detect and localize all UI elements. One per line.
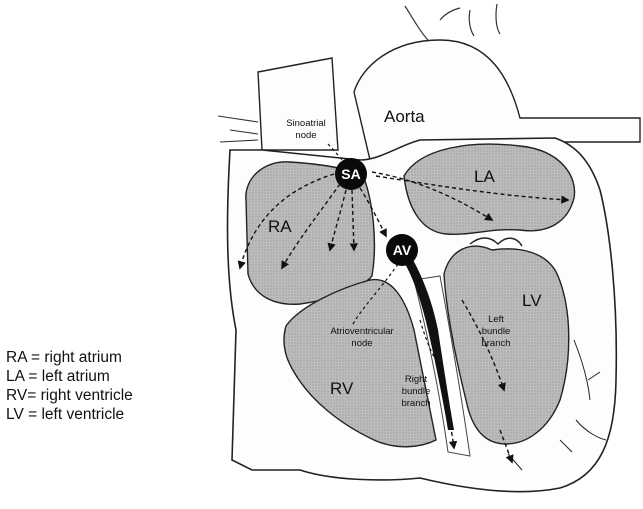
sa-node-label: SA [341, 166, 360, 182]
sa-node: SA [335, 158, 367, 190]
left-bundle-label-line3: branch [481, 338, 510, 349]
atrioventricular-label-line2: node [351, 338, 372, 349]
left-bundle-label-line1: Left [488, 314, 504, 325]
la-label: LA [474, 167, 495, 186]
av-node-label: AV [393, 242, 412, 258]
left-bundle-label-line2: bundle [482, 326, 511, 337]
right-bundle-label-line3: branch [401, 398, 430, 409]
chamber-legend: RA = right atrium LA = left atrium RV= r… [6, 348, 133, 424]
legend-item-la: LA = left atrium [6, 367, 133, 386]
aorta-label: Aorta [384, 107, 425, 126]
rv-label: RV [330, 379, 354, 398]
right-bundle-label-line1: Right [405, 374, 428, 385]
atrioventricular-label-line1: Atrioventricular [330, 326, 393, 337]
legend-item-ra: RA = right atrium [6, 348, 133, 367]
legend-item-lv: LV = left ventricle [6, 405, 133, 424]
sinoatrial-label-line2: node [295, 130, 316, 141]
top-vessels [405, 4, 500, 40]
pulmonary-vessels-left [218, 116, 258, 142]
legend-item-rv: RV= right ventricle [6, 386, 133, 405]
left-atrium [404, 144, 575, 234]
lv-label: LV [522, 291, 542, 310]
sinoatrial-label-line1: Sinoatrial [286, 118, 326, 129]
ra-label: RA [268, 217, 292, 236]
right-bundle-label-line2: bundle [402, 386, 431, 397]
av-node: AV [386, 234, 418, 266]
